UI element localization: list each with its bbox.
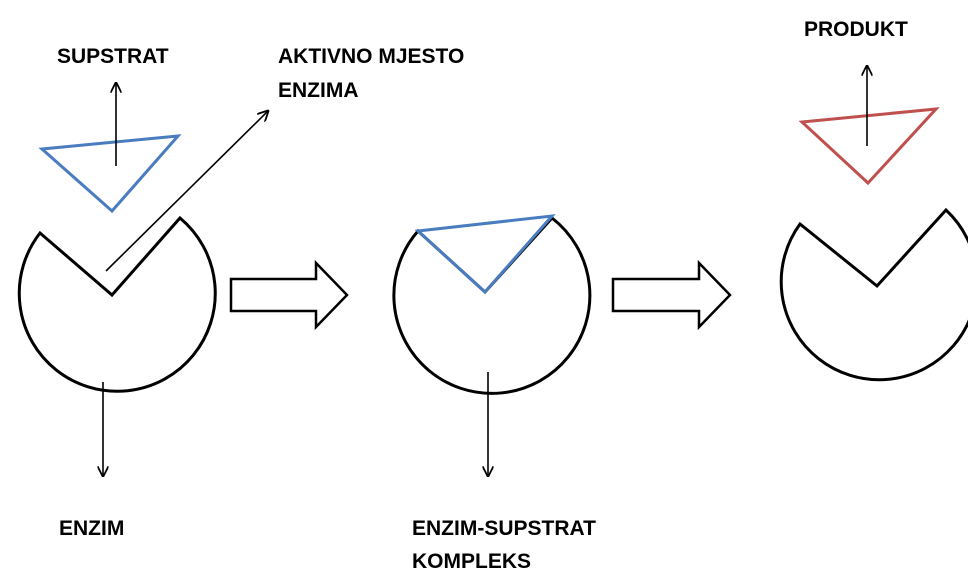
label-enzim: ENZIM	[59, 517, 124, 540]
process-arrow-2	[611, 259, 732, 331]
product-triangle	[798, 107, 940, 186]
label-aktivno-mjesto-line1: AKTIVNO MJESTO	[278, 45, 464, 68]
process-arrow-1	[229, 259, 349, 331]
substrate-triangle	[38, 134, 182, 214]
label-supstrat: SUPSTRAT	[57, 45, 169, 68]
label-kompleks-line1: ENZIM-SUPSTRAT	[412, 517, 596, 540]
active-site-pointer-arrow	[105, 111, 268, 272]
label-aktivno-mjesto-line2: ENZIMA	[278, 79, 359, 102]
enzyme-shape	[17, 215, 217, 393]
released-enzyme-shape	[779, 207, 968, 382]
label-produkt: PRODUKT	[804, 18, 908, 41]
complex-enzyme-shape	[392, 215, 592, 395]
stage-enzyme-and-substrate	[17, 83, 268, 476]
stage-enzyme-and-product	[779, 66, 968, 382]
bound-substrate-triangle	[414, 214, 556, 295]
label-kompleks-line2: KOMPLEKS	[412, 550, 531, 573]
stage-enzyme-substrate-complex	[392, 214, 592, 476]
